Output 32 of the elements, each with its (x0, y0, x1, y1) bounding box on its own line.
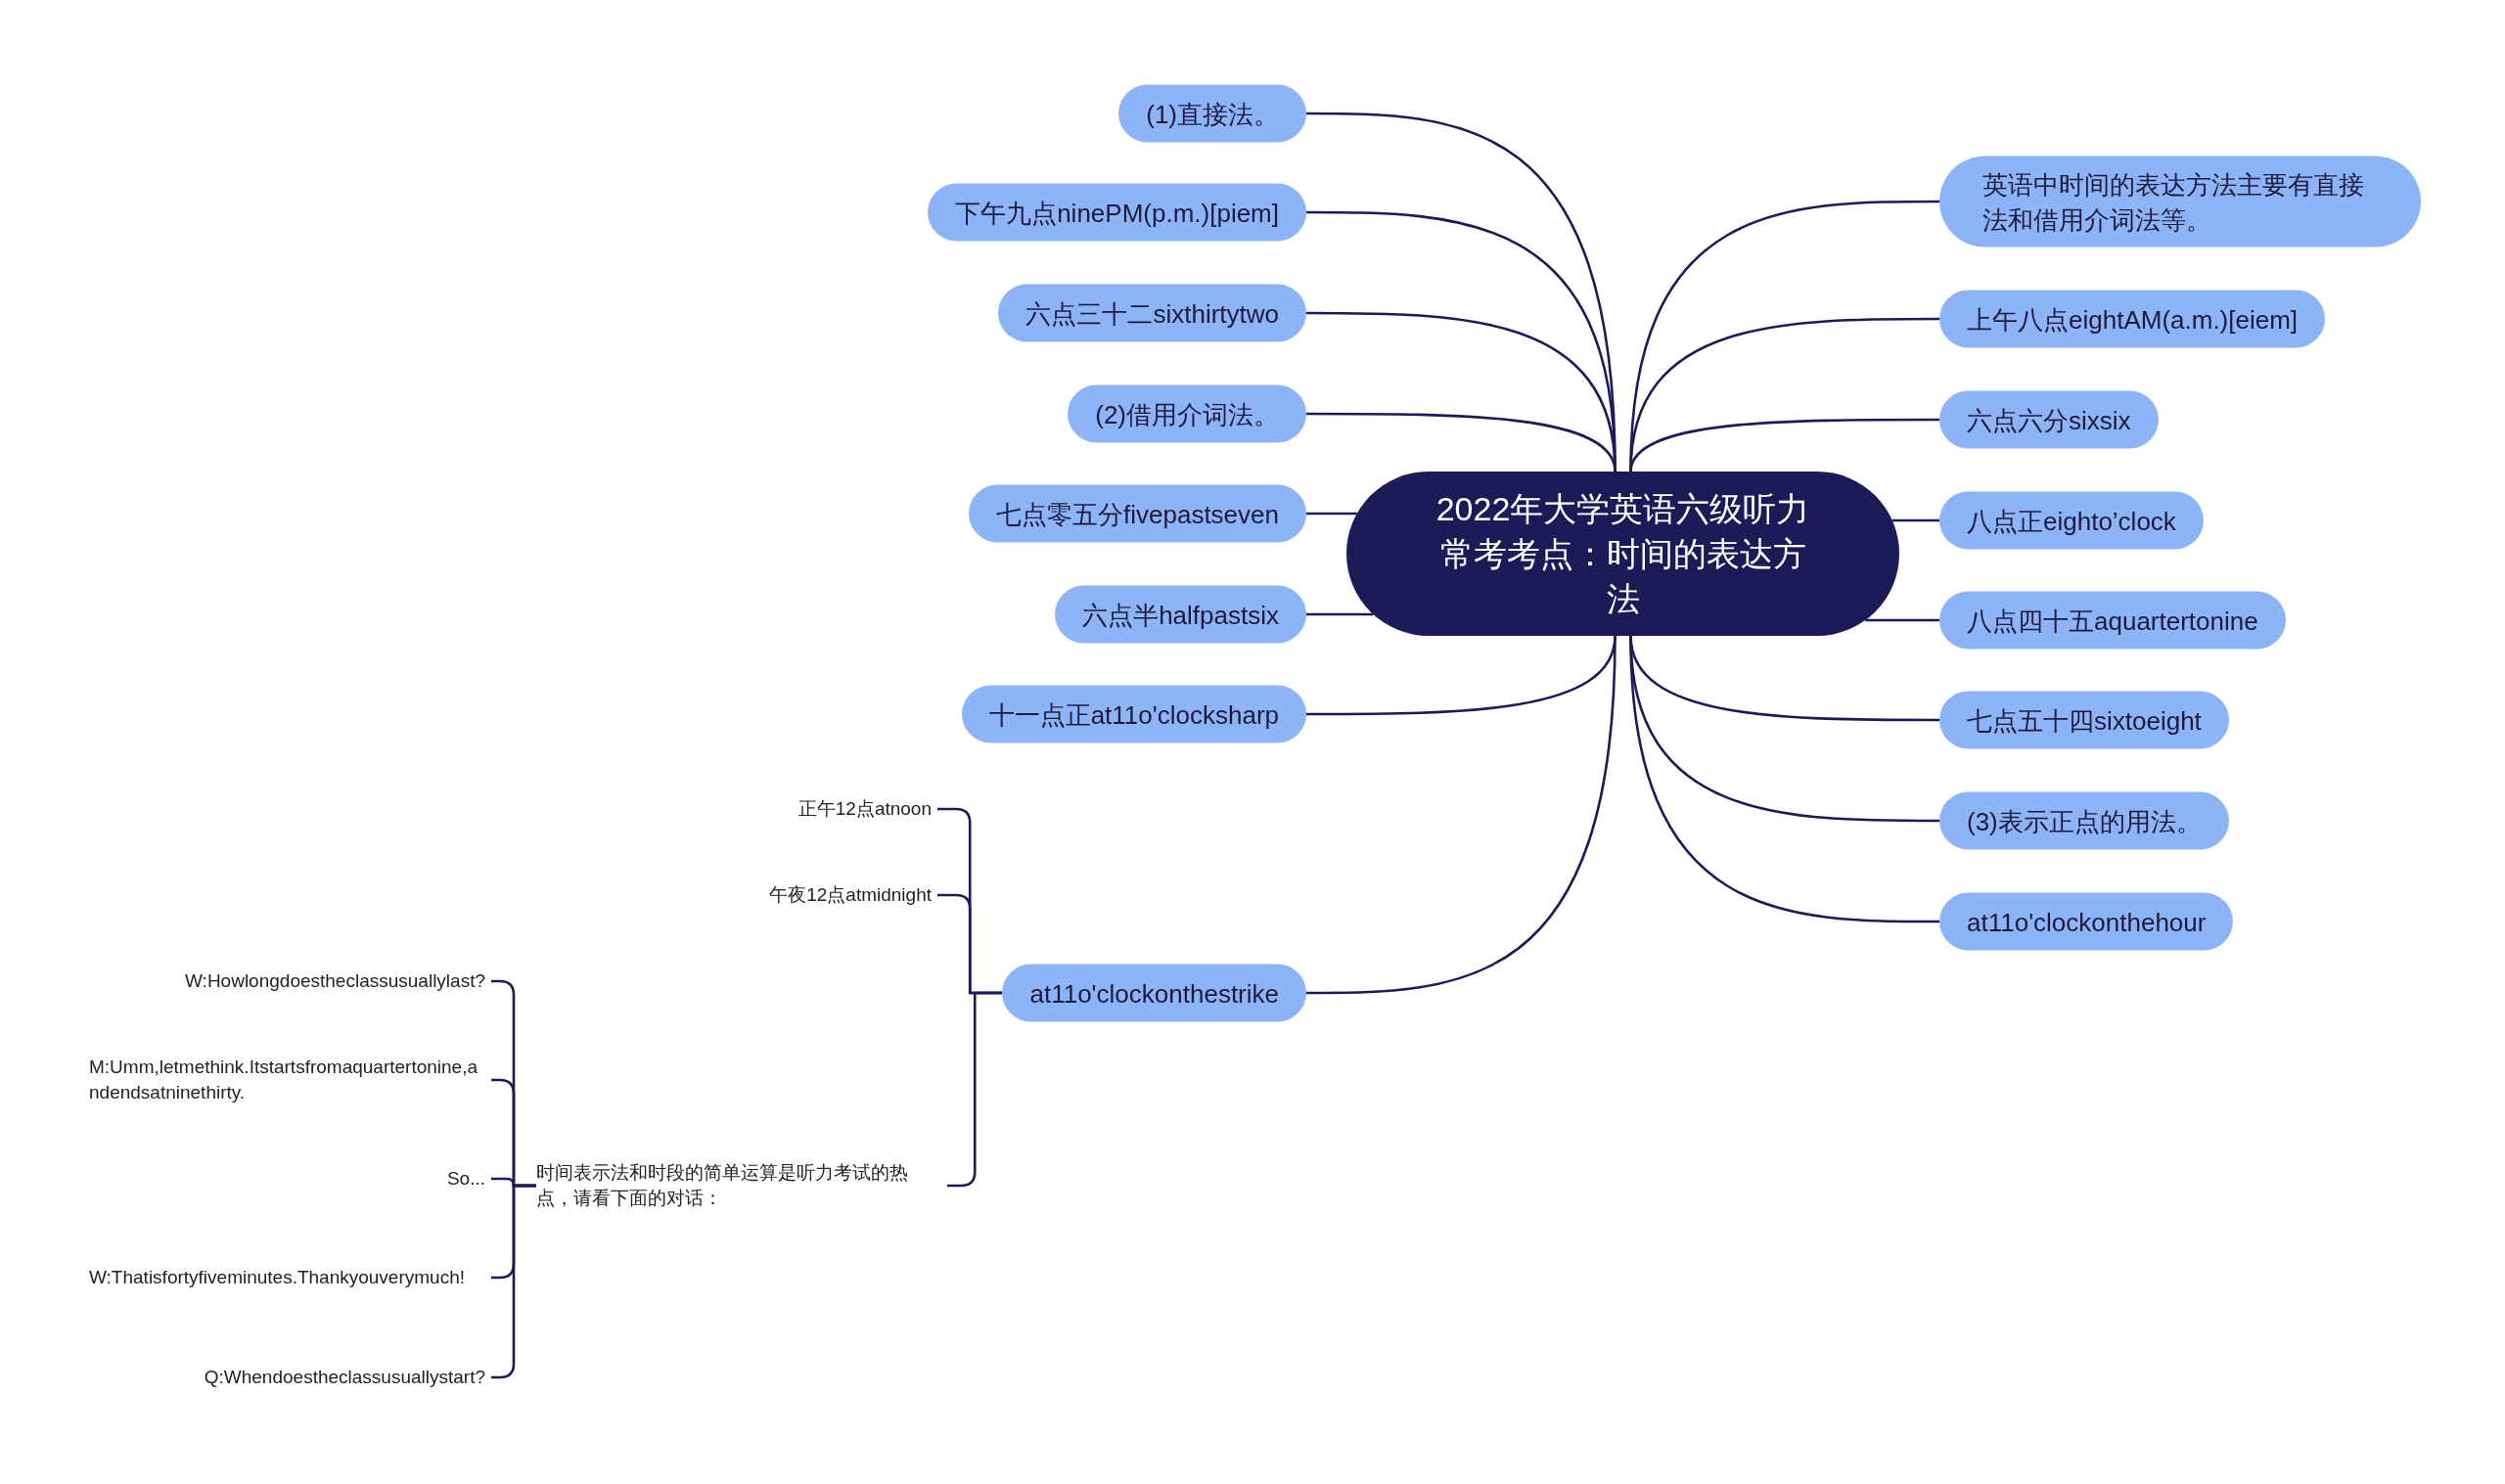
branch-pill: 七点零五分fivepastseven (969, 484, 1306, 543)
branch-pill: (2)借用介词法。 (1068, 384, 1306, 443)
leaf-text: 时间表示法和时段的简单运算是听力考试的热点，请看下面的对话： (536, 1160, 941, 1211)
branch-pill: 六点三十二sixthirtytwo (998, 284, 1306, 342)
branch-pill: 上午八点eightAM(a.m.)[eiem] (1939, 290, 2326, 348)
branch-pill: (3)表示正点的用法。 (1939, 791, 2229, 850)
branch-pill: 六点半halfpastsix (1055, 585, 1306, 644)
connector-line (1629, 418, 1939, 472)
branch-pill: 七点五十四sixtoeight (1939, 691, 2229, 749)
leaf-text: W:Howlongdoestheclassusuallylast? (74, 968, 485, 994)
connector-line (1306, 612, 1374, 616)
branch-pill: at11o'clockonthehour (1939, 892, 2234, 951)
connector-line (1865, 618, 1939, 622)
topic-pill: 2022年大学英语六级听力常考考点：时间的表达方法 (1346, 472, 1899, 636)
leaf-text: 午夜12点atmidnight (579, 882, 932, 908)
branch-pill: 十一点正at11o'clocksharp (961, 685, 1306, 743)
branch-pill: 八点四十五aquartertonine (1939, 591, 2286, 650)
connector-line (1306, 512, 1357, 516)
leaf-text: 正午12点atnoon (579, 796, 932, 822)
branch-pill: 六点六分sixsix (1939, 390, 2159, 449)
branch-pill: 下午九点ninePM(p.m.)[piem] (928, 183, 1306, 242)
leaf-text: Q:Whendoestheclassusuallystart? (74, 1365, 485, 1390)
connector-line (1891, 518, 1939, 522)
leaf-text: So... (290, 1166, 485, 1192)
leaf-text: M:Umm,letmethink.Itstartsfromaquartertonine,andendsatninethirty. (89, 1055, 485, 1105)
branch-pill: (1)直接法。 (1118, 84, 1306, 143)
branch-pill: at11o'clockonthestrike (1002, 964, 1306, 1022)
leaf-text: W:Thatisfortyfiveminutes.Thankyouverymuch! (89, 1265, 485, 1290)
connector-line (1306, 635, 1617, 995)
branch-pill: 英语中时间的表达方法主要有直接法和借用介词法等。 (1939, 156, 2421, 247)
branch-pill: 八点正eighto’clock (1939, 491, 2204, 550)
connector-line (1629, 635, 1939, 923)
